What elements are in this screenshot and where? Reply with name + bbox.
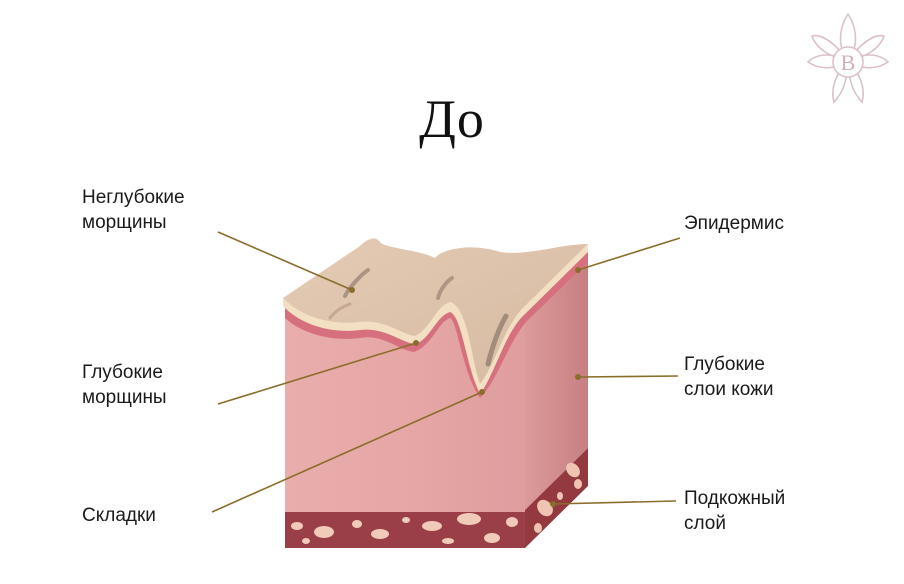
leader-dot-deep-wrinkles	[413, 340, 419, 346]
leader-dot-epidermis	[575, 267, 581, 273]
label-epidermis: Эпидермис	[684, 211, 784, 236]
page-title: До	[419, 89, 485, 149]
label-subcutaneous-layer-line-1: Подкожный	[684, 488, 786, 509]
label-deep-wrinkles-line-2: морщины	[82, 387, 167, 408]
label-folds: Складки	[82, 503, 156, 528]
leader-dot-subcutaneous	[550, 501, 556, 507]
logo-letter: B	[841, 50, 856, 75]
label-deep-skin-layers: Глубокие слои кожи	[684, 352, 773, 402]
epidermis-rim	[283, 244, 588, 394]
label-folds-line-1: Складки	[82, 505, 156, 526]
leader-line-subcutaneous	[552, 500, 677, 505]
label-deep-skin-layers-line-2: слои кожи	[684, 379, 774, 400]
fat-cells	[291, 513, 518, 544]
label-shallow-wrinkles-line-2: морщины	[82, 212, 167, 233]
fold-shadow	[485, 313, 509, 367]
fold-shadow-2	[328, 302, 352, 320]
fat-cells-side	[534, 462, 582, 533]
dermis-rim	[285, 250, 588, 398]
leader-line-deep-skin-layers	[577, 375, 679, 378]
leader-line-deep-wrinkles	[217, 342, 417, 405]
leader-dot-shallow-wrinkles	[349, 287, 355, 293]
leader-dot-deep-skin-layers	[575, 374, 581, 380]
leader-dot-folds	[479, 389, 485, 395]
leader-line-folds	[211, 391, 483, 513]
label-shallow-wrinkles: Неглубокие морщины	[82, 185, 185, 235]
leader-line-shallow-wrinkles	[217, 231, 353, 291]
label-subcutaneous-layer-line-2: слой	[684, 513, 726, 534]
shallow-wrinkle-shadow	[343, 268, 370, 298]
leader-line-epidermis	[577, 237, 681, 271]
label-epidermis-line-1: Эпидермис	[684, 213, 784, 234]
skin-side-face	[525, 250, 588, 510]
label-deep-wrinkles: Глубокие морщины	[82, 360, 167, 410]
lotus-logo-icon: B	[806, 12, 890, 104]
logo: B	[800, 8, 896, 108]
label-subcutaneous-layer: Подкожный слой	[684, 486, 785, 536]
label-shallow-wrinkles-line-1: Неглубокие	[82, 187, 185, 208]
label-deep-skin-layers-line-1: Глубокие	[684, 354, 765, 375]
deep-wrinkle-shadow	[436, 276, 454, 300]
label-deep-wrinkles-line-1: Глубокие	[82, 362, 163, 383]
